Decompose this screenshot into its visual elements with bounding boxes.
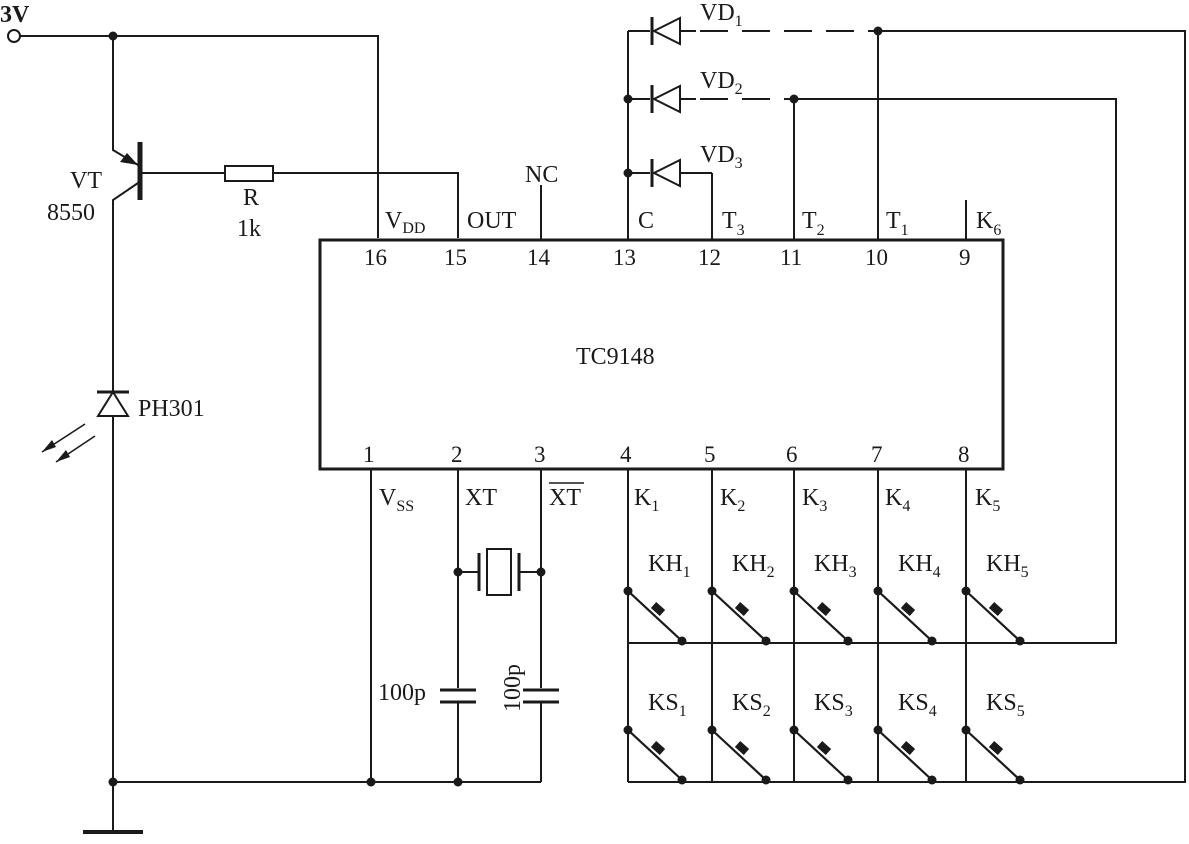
- ic-top-pin-stubs: [540, 30, 967, 240]
- capacitor-c2: 100p: [500, 664, 559, 782]
- key-ks-1-label: KS1: [648, 690, 687, 720]
- diode-vd2-label: VD2: [700, 68, 743, 98]
- key-kh-5: KH5: [961, 551, 1029, 646]
- diode-vd1-label: VD1: [700, 0, 743, 30]
- pin-13-label: C: [638, 208, 654, 234]
- pin-16-number: 16: [364, 245, 387, 270]
- pin-11-number: 11: [780, 245, 802, 270]
- key-ks-4: KS4: [873, 690, 937, 785]
- key-kh-3-label: KH3: [814, 551, 857, 581]
- key-ks-5: KS5: [961, 690, 1025, 785]
- pin-13-number: 13: [613, 245, 636, 270]
- key-ks-2-label: KS2: [732, 690, 771, 720]
- transistor-name: VT: [70, 168, 102, 194]
- key-kh-3: KH3: [789, 551, 857, 646]
- key-ks-3-label: KS3: [814, 690, 853, 720]
- pin-5-label: K2: [720, 485, 745, 515]
- key-ks-2: KS2: [707, 690, 771, 785]
- pin-12-label: T3: [722, 208, 745, 239]
- diode-vd3-label: VD3: [700, 142, 743, 172]
- key-kh-2-label: KH2: [732, 551, 775, 581]
- pin-6-number: 6: [786, 442, 798, 467]
- diode-vd1: VD1: [628, 0, 1186, 783]
- capacitor-c2-value: 100p: [500, 664, 526, 712]
- key-row-ks: KS1 KS2 KS3 KS4 KS5: [623, 690, 1025, 785]
- pin-15-number: 15: [444, 245, 467, 270]
- pin-14-number: 14: [527, 245, 551, 270]
- key-kh-1-label: KH1: [648, 551, 691, 581]
- ic-top-pin-labels: VDD OUT NC C T3 T2 T1 K6: [385, 162, 1001, 239]
- pin-12-number: 12: [698, 245, 721, 270]
- pin-7-label: K4: [885, 485, 910, 515]
- key-ks-4-label: KS4: [898, 690, 937, 720]
- ground-rail: [83, 777, 541, 834]
- key-row-kh: KH1 KH2 KH3 KH4 KH5: [623, 551, 1029, 646]
- pin-14-label: NC: [525, 162, 558, 188]
- crystal-oscillator: [453, 469, 546, 688]
- ic-top-pin-numbers: 16 15 14 13 12 11 10 9: [364, 245, 971, 270]
- pin-9-number: 9: [959, 245, 971, 270]
- pin-1-number: 1: [363, 442, 375, 467]
- resistor-value: 1k: [237, 216, 261, 242]
- pin-8-label: K5: [975, 485, 1000, 515]
- pin-4-label: K1: [634, 485, 659, 515]
- pin-1-label: VSS: [379, 485, 414, 515]
- photodiode-ph301: PH301: [41, 390, 205, 463]
- diode-vd3: VD3: [628, 142, 743, 188]
- supply-label: 3V: [0, 2, 30, 28]
- pin-9-label: K6: [976, 208, 1001, 239]
- resistor-name: R: [243, 185, 259, 211]
- pin-8-number: 8: [958, 442, 970, 467]
- diode-bus: [623, 31, 633, 178]
- capacitor-c1-value: 100p: [378, 680, 426, 706]
- key-kh-4: KH4: [873, 551, 941, 646]
- diode-vd2: VD2: [628, 68, 1117, 644]
- pin-11-label: T2: [802, 208, 825, 239]
- transistor-vt: VT 8550: [47, 36, 225, 782]
- pin-3-label: XT: [549, 485, 581, 511]
- ic-name: TC9148: [576, 344, 655, 370]
- pin-5-number: 5: [704, 442, 716, 467]
- key-ks-5-label: KS5: [986, 690, 1025, 720]
- supply-terminal: 3V: [0, 2, 30, 43]
- pin-2-number: 2: [451, 442, 463, 467]
- capacitor-c1: 100p: [378, 680, 476, 782]
- pin-2-label: XT: [465, 485, 497, 511]
- key-matrix-wires: [627, 469, 1020, 783]
- key-ks-3: KS3: [789, 690, 853, 785]
- ic-tc9148: TC9148: [318, 238, 1005, 471]
- pin-10-number: 10: [865, 245, 888, 270]
- photodiode-name: PH301: [138, 396, 205, 422]
- pin-10-label: T1: [886, 208, 909, 239]
- pin-7-number: 7: [871, 442, 883, 467]
- pin-6-label: K3: [802, 485, 827, 515]
- ic-bottom-pin-numbers: 1 2 3 4 5 6 7 8: [363, 442, 970, 467]
- pin-15-label: OUT: [467, 208, 517, 234]
- key-ks-1: KS1: [623, 690, 687, 785]
- key-kh-2: KH2: [707, 551, 775, 646]
- pin-4-number: 4: [620, 442, 632, 467]
- resistor-r: R 1k: [224, 165, 459, 242]
- pin-16-label: VDD: [385, 208, 425, 237]
- key-kh-1: KH1: [623, 551, 691, 646]
- ic-bottom-pin-labels: VSS XT XT K1 K2 K3 K4 K5: [379, 482, 1000, 515]
- pin-3-number: 3: [534, 442, 546, 467]
- transistor-part: 8550: [47, 200, 95, 226]
- key-kh-4-label: KH4: [898, 551, 941, 581]
- key-kh-5-label: KH5: [986, 551, 1029, 581]
